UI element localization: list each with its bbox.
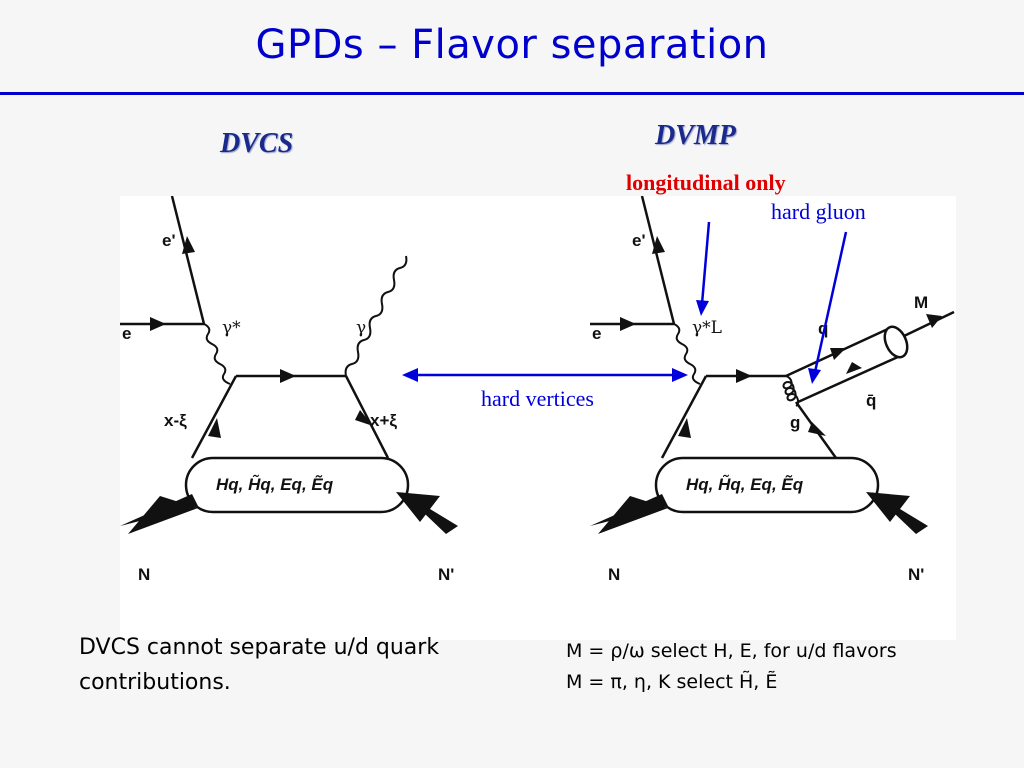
gluon-label: g	[790, 413, 800, 432]
virtual-photon-line	[203, 323, 231, 385]
hard-vertices-label: hard vertices	[481, 386, 594, 411]
electron-out-label: e'	[162, 231, 176, 250]
arrow-icon	[150, 317, 166, 331]
feynman-diagram-panel: e e' γ* γ x-ξ x+ξ Hq, H̃q, Eq, Ẽq N N'	[120, 196, 956, 640]
dvcs-diagram: e e' γ* γ x-ξ x+ξ Hq, H̃q, Eq, Ẽq N N'	[120, 196, 458, 584]
dvmp-diagram: e e' γ*L M q q̄ g Hq, H̃q, Eq, Ẽq N N'	[590, 196, 955, 584]
dvmp-notes: M = ρ/ω select H, E, for u/d flavors M =…	[566, 636, 1016, 698]
arrow-icon	[830, 348, 846, 360]
arrow-icon	[355, 410, 373, 426]
arrow-icon	[736, 369, 752, 383]
x-minus-xi-label: x-ξ	[164, 411, 187, 430]
gpd-blob	[184, 456, 410, 514]
arrow-icon	[208, 418, 221, 438]
longitudinal-only-label: longitudinal only	[626, 170, 786, 195]
gamma-label: γ	[356, 318, 366, 338]
dvmp-nucleon-in-label: N	[608, 565, 620, 584]
dvmp-note-line2: M = π, η, K select H̃, Ẽ	[566, 671, 778, 693]
gluon-line	[782, 375, 800, 407]
arrow-icon	[808, 422, 826, 436]
dvmp-gpd-label: Hq, H̃q, Eq, Ẽq	[686, 474, 804, 494]
dvmp-electron-out-label: e'	[632, 231, 646, 250]
hard-gluon-label: hard gluon	[771, 199, 866, 224]
gamma-star-label: γ*	[222, 318, 241, 338]
electron-in-label: e	[122, 324, 131, 343]
dvmp-nucleon-out-label: N'	[908, 565, 924, 584]
x-plus-xi-label: x+ξ	[370, 411, 397, 430]
dvcs-heading: DVCS	[220, 128, 294, 159]
quark-in-line	[190, 375, 238, 459]
dvmp-heading: DVMP	[655, 120, 736, 151]
meson-label: M	[914, 293, 928, 312]
gpd-label: Hq, H̃q, Eq, Ẽq	[216, 474, 334, 494]
nucleon-out-label: N'	[438, 565, 454, 584]
arrow-icon	[678, 418, 691, 438]
slide-title: GPDs – Flavor separation	[255, 22, 769, 68]
dvcs-note: DVCS cannot separate u/d quark contribut…	[79, 635, 440, 695]
title-divider	[0, 92, 1024, 95]
quark-out-line	[344, 375, 390, 459]
nucleon-in-label: N	[138, 565, 150, 584]
dvmp-note-line1: M = ρ/ω select H, E, for u/d flavors	[566, 640, 897, 662]
real-photon-line	[344, 255, 408, 377]
feynman-diagrams: e e' γ* γ x-ξ x+ξ Hq, H̃q, Eq, Ẽq N N'	[120, 196, 955, 584]
arrow-icon	[926, 314, 942, 328]
gamma-star-L-label: γ*L	[692, 318, 722, 338]
arrow-icon	[182, 236, 195, 254]
arrow-icon	[280, 369, 296, 383]
quark-label: q	[818, 319, 828, 338]
arrow-icon	[652, 236, 665, 254]
dvmp-electron-in-label: e	[592, 324, 601, 343]
arrow-icon	[620, 317, 636, 331]
antiquark-label: q̄	[866, 391, 876, 410]
electron-out-line	[170, 196, 206, 325]
arrow-icon	[846, 362, 862, 374]
